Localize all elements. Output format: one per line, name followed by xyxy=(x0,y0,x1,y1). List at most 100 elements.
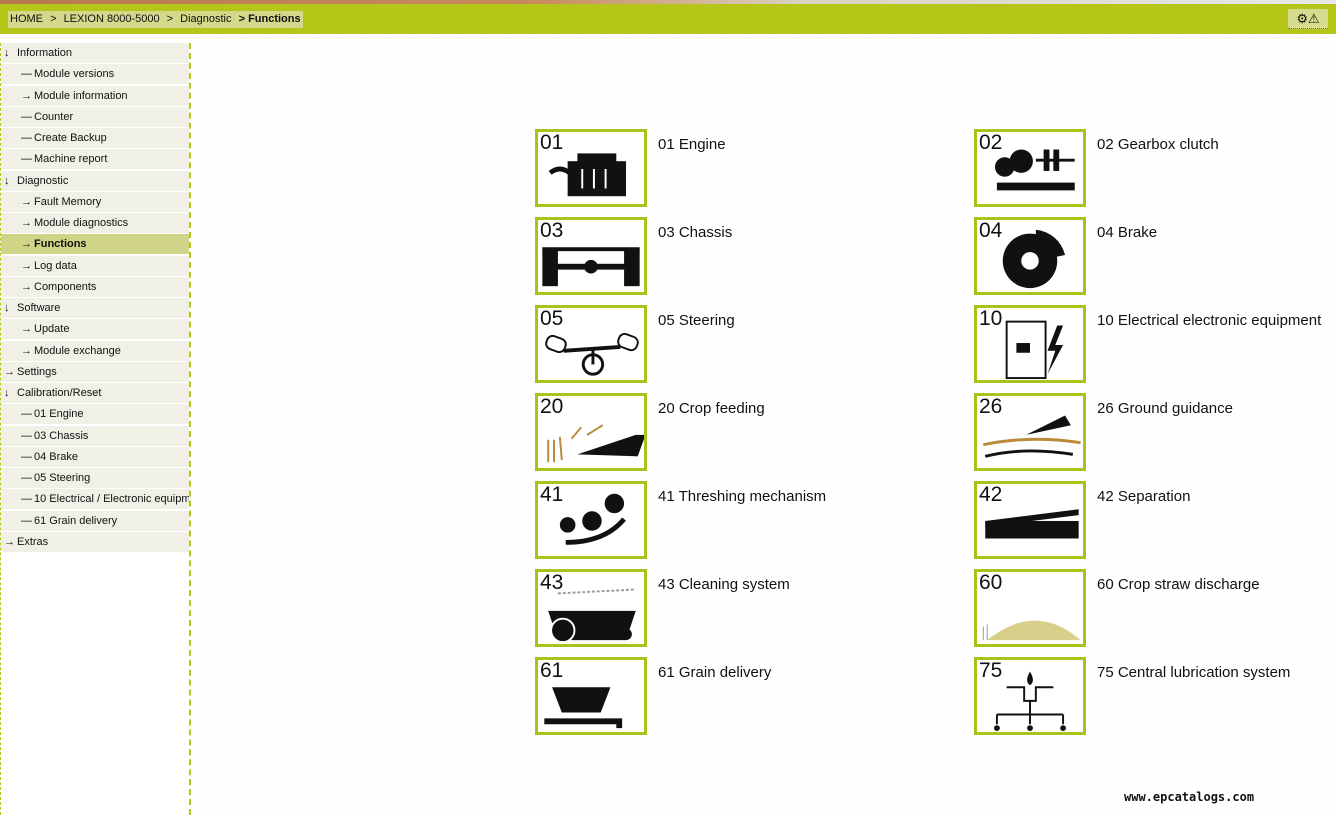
cleaning-icon xyxy=(548,588,636,644)
sidebar-item-module-diagnostics[interactable]: →Module diagnostics xyxy=(1,213,189,233)
electrical-icon xyxy=(1005,320,1064,380)
sidebar-item-label: Software xyxy=(17,302,61,314)
function-tile-04[interactable]: 04 xyxy=(974,217,1086,295)
sidebar-item-machine-report[interactable]: —Machine report xyxy=(1,149,189,170)
sidebar-item-software[interactable]: ↓ Software xyxy=(1,298,189,318)
grain-delivery-icon xyxy=(544,687,623,729)
sidebar-item-label: Machine report xyxy=(34,153,108,166)
dash-icon: — xyxy=(21,450,32,463)
sidebar-item-label: Diagnostic xyxy=(17,174,69,187)
function-link-26[interactable]: 26 Ground guidance xyxy=(1097,400,1233,417)
function-link-61[interactable]: 61 Grain delivery xyxy=(658,664,772,681)
function-link-03[interactable]: 03 Chassis xyxy=(658,224,733,241)
sidebar-item-log-data[interactable]: →Log data xyxy=(1,255,189,276)
sidebar-item-label: Module exchange xyxy=(34,344,121,357)
function-link-43[interactable]: 43 Cleaning system xyxy=(658,576,790,593)
threshing-icon xyxy=(559,493,626,545)
arrow-right-icon: → xyxy=(21,323,32,336)
sidebar-item-label: Create Backup xyxy=(34,132,107,144)
function-tile-42[interactable]: 42 xyxy=(974,481,1086,559)
sidebar-item-module-information[interactable]: →Module information xyxy=(1,85,189,106)
function-link-10[interactable]: 10 Electrical electronic equipment xyxy=(1097,312,1322,329)
breadcrumb-model[interactable]: LEXION 8000-5000 xyxy=(63,13,160,25)
breadcrumb-separator: > xyxy=(238,13,245,25)
arrow-down-icon: ↓ xyxy=(4,302,10,314)
function-tile-05[interactable]: 05 xyxy=(535,305,647,383)
sidebar-item-counter[interactable]: —Counter xyxy=(1,106,189,127)
function-link-60[interactable]: 60 Crop straw discharge xyxy=(1097,576,1260,593)
function-link-75[interactable]: 75 Central lubrication system xyxy=(1097,664,1291,681)
sidebar-item-label: Counter xyxy=(34,110,74,123)
sidebar-item-label: 05 Steering xyxy=(34,472,91,484)
sidebar-item-label: Update xyxy=(34,323,70,336)
dash-icon: — xyxy=(21,132,32,144)
sidebar-item-module-exchange[interactable]: →Module exchange xyxy=(1,340,189,361)
dash-icon: — xyxy=(21,472,32,484)
function-link-41[interactable]: 41 Threshing mechanism xyxy=(658,488,827,505)
sidebar-item-01-engine[interactable]: —01 Engine xyxy=(1,404,189,425)
function-tile-61[interactable]: 61 xyxy=(535,657,647,735)
function-link-01[interactable]: 01 Engine xyxy=(658,136,726,153)
function-tile-10[interactable]: 10 xyxy=(974,305,1086,383)
sidebar-item-05-steering[interactable]: —05 Steering xyxy=(1,468,189,488)
sidebar-item-04-brake[interactable]: —04 Brake xyxy=(1,446,189,467)
watermark: www.epcatalogs.com xyxy=(1124,790,1255,804)
function-link-05[interactable]: 05 Steering xyxy=(658,312,735,329)
sidebar-item-update[interactable]: →Update xyxy=(1,319,189,340)
function-number: 20 xyxy=(540,395,564,418)
function-number: 41 xyxy=(540,483,564,506)
steering-icon xyxy=(545,332,639,376)
arrow-down-icon: ↓ xyxy=(4,47,10,59)
function-tile-43[interactable]: 43 xyxy=(535,569,647,647)
sidebar-item-create-backup[interactable]: —Create Backup xyxy=(1,128,189,148)
sidebar-item-extras[interactable]: →Extras xyxy=(1,531,189,552)
function-tile-26[interactable]: 26 xyxy=(974,393,1086,471)
function-link-02[interactable]: 02 Gearbox clutch xyxy=(1097,136,1219,153)
sidebar-item-module-versions[interactable]: —Module versions xyxy=(1,64,189,85)
breadcrumb-current: Functions xyxy=(248,13,301,25)
sidebar-nav: ↓Information—Module versions→Module info… xyxy=(0,43,191,815)
sidebar-item-03-chassis[interactable]: —03 Chassis xyxy=(1,425,189,446)
sidebar-item-information[interactable]: ↓Information xyxy=(1,43,189,63)
function-tile-01[interactable]: 01 xyxy=(535,129,647,207)
sidebar-item-functions[interactable]: →Functions xyxy=(1,234,189,255)
settings-warning-button[interactable]: ⚙⚠ xyxy=(1288,9,1328,29)
brake-icon xyxy=(1002,229,1066,289)
sidebar-item-diagnostic[interactable]: ↓Diagnostic xyxy=(1,170,189,191)
sidebar-item-label: 03 Chassis xyxy=(34,429,89,442)
function-link-04[interactable]: 04 Brake xyxy=(1097,224,1158,241)
function-number: 42 xyxy=(979,483,1003,506)
breadcrumb: HOME > LEXION 8000-5000 > Diagnostic > F… xyxy=(8,11,303,28)
sidebar-item-components[interactable]: →Components xyxy=(1,276,189,297)
function-tile-03[interactable]: 03 xyxy=(535,217,647,295)
arrow-right-icon: → xyxy=(4,535,15,548)
sidebar-item-label: 01 Engine xyxy=(34,408,84,421)
sidebar-item-settings[interactable]: →Settings xyxy=(1,361,189,382)
dash-icon: — xyxy=(21,153,32,166)
function-tile-75[interactable]: 75 xyxy=(974,657,1086,735)
breadcrumb-home[interactable]: HOME xyxy=(10,13,43,25)
engine-icon xyxy=(548,153,627,197)
sidebar-item-label: Module versions xyxy=(34,68,115,81)
sidebar-item-fault-memory[interactable]: →Fault Memory xyxy=(1,191,189,212)
function-number: 26 xyxy=(979,395,1003,418)
function-tile-20[interactable]: 20 xyxy=(535,393,647,471)
arrow-right-icon: → xyxy=(4,365,15,378)
dash-icon: — xyxy=(21,68,32,81)
function-tile-60[interactable]: 60 xyxy=(974,569,1086,647)
sidebar-item-10-electrical-electronic-equipm[interactable]: —10 Electrical / Electronic equipm xyxy=(1,489,189,510)
gears-warning-icon: ⚙⚠ xyxy=(1296,11,1320,26)
function-number: 02 xyxy=(979,131,1003,154)
dash-icon: — xyxy=(21,493,32,506)
sidebar-item-calibration-reset[interactable]: ↓Calibration/Reset xyxy=(1,383,189,403)
dash-icon: — xyxy=(21,110,32,123)
function-link-42[interactable]: 42 Separation xyxy=(1097,488,1191,505)
dash-icon: — xyxy=(21,429,32,442)
function-tile-41[interactable]: 41 xyxy=(535,481,647,559)
sidebar-item-61-grain-delivery[interactable]: —61 Grain delivery xyxy=(1,510,189,531)
function-number: 01 xyxy=(540,131,564,154)
function-link-20[interactable]: 20 Crop feeding xyxy=(658,400,765,417)
straw-discharge-icon xyxy=(982,620,1081,641)
breadcrumb-diagnostic[interactable]: Diagnostic xyxy=(180,13,232,25)
function-tile-02[interactable]: 02 xyxy=(974,129,1086,207)
